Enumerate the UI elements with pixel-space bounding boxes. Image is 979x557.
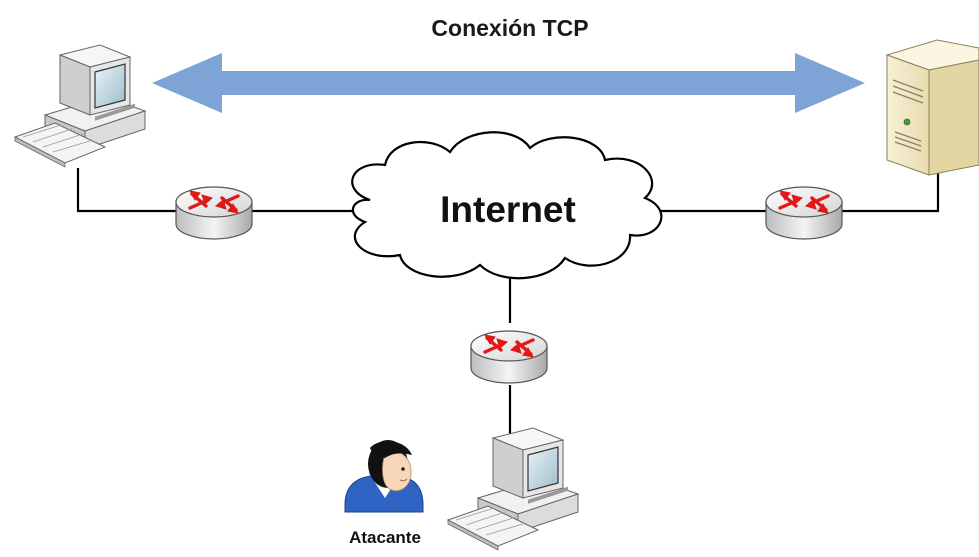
router-icon xyxy=(764,185,844,241)
router-icon xyxy=(469,329,549,385)
desktop-computer-icon xyxy=(14,44,146,168)
router-icon xyxy=(174,185,254,241)
internet-label: Internet xyxy=(440,189,576,230)
person-icon xyxy=(344,440,424,513)
internet-cloud xyxy=(351,131,663,280)
tcp-connection-arrow xyxy=(152,53,865,113)
diagram-title: Conexión TCP xyxy=(431,15,588,41)
desktop-computer-icon xyxy=(447,427,579,551)
attacker-label: Atacante xyxy=(349,528,421,547)
link-client-router xyxy=(76,168,176,213)
link-server-router-server xyxy=(842,172,940,213)
server-tower-icon xyxy=(885,39,979,176)
network-links xyxy=(76,168,940,434)
